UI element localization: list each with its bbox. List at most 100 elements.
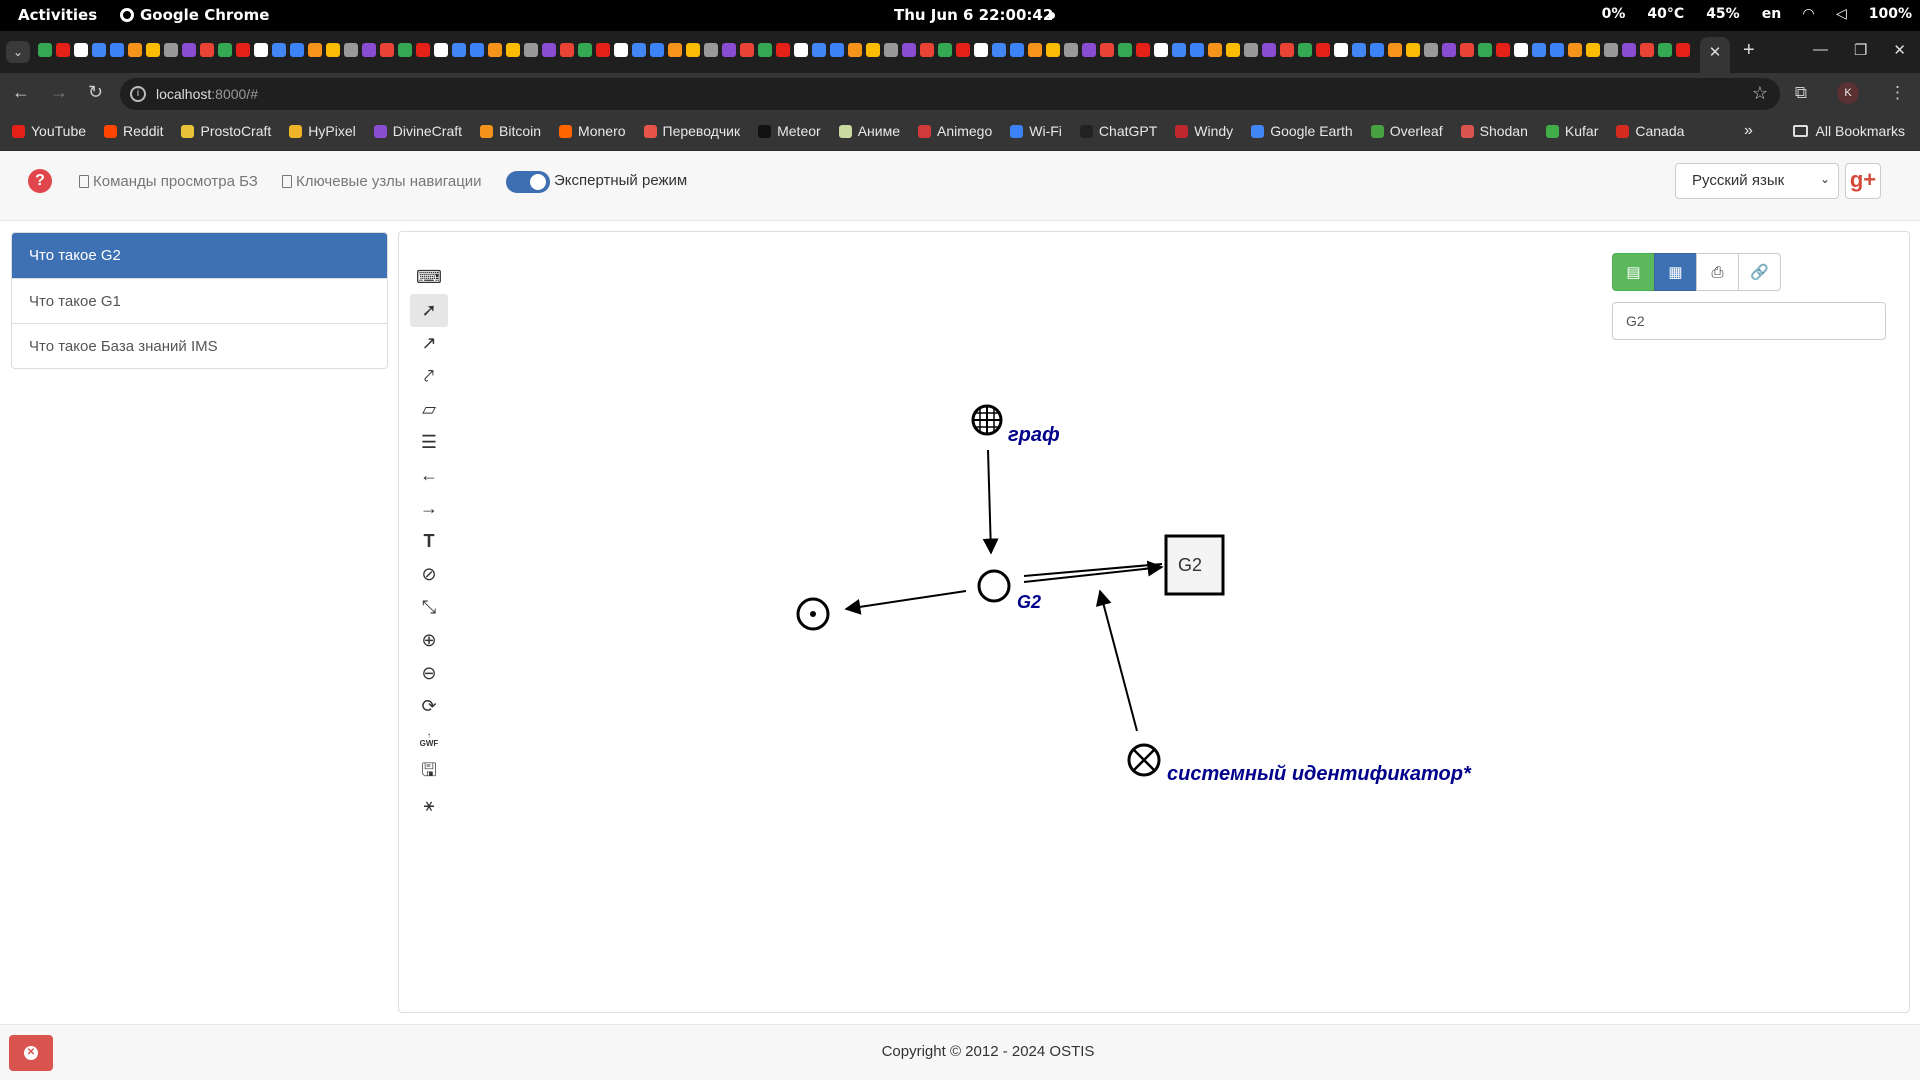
pinned-tab-favicon[interactable] <box>1028 43 1042 57</box>
system-status-area[interactable]: 0% 40°C 45% en ◠ ◁ 100% <box>1602 6 1912 22</box>
pinned-tab-favicon[interactable] <box>326 43 340 57</box>
pinned-tab-favicon[interactable] <box>308 43 322 57</box>
gwf-export-icon[interactable]: ↑GWF <box>419 730 439 748</box>
bookmark-item[interactable]: Аниме <box>838 123 900 139</box>
scg-view-button[interactable]: ▦ <box>1654 253 1697 291</box>
pinned-tab-favicon[interactable] <box>1622 43 1636 57</box>
google-plus-button[interactable]: g+ <box>1845 163 1881 199</box>
pinned-tab-favicon[interactable] <box>1154 43 1168 57</box>
edge-sysid-to-pair[interactable] <box>1095 589 1138 732</box>
bookmark-item[interactable]: Canada <box>1616 123 1684 139</box>
relation-node-sysid[interactable] <box>1127 743 1161 777</box>
pinned-tab-favicon[interactable] <box>362 43 376 57</box>
text-view-button[interactable]: ▤ <box>1612 253 1655 291</box>
pinned-tab-favicon[interactable] <box>1514 43 1528 57</box>
text-icon[interactable]: T <box>423 531 435 551</box>
help-button[interactable]: ? <box>28 169 52 193</box>
pinned-tab-favicon[interactable] <box>416 43 430 57</box>
bookmark-item[interactable]: Monero <box>559 123 626 139</box>
pinned-tab-favicon[interactable] <box>1280 43 1294 57</box>
pinned-tab-favicon[interactable] <box>1010 43 1024 57</box>
pinned-tab-favicon[interactable] <box>488 43 502 57</box>
pinned-tab-favicon[interactable] <box>200 43 214 57</box>
pinned-tab-favicon[interactable] <box>938 43 952 57</box>
pinned-tab-favicon[interactable] <box>92 43 106 57</box>
active-app-menu[interactable]: Google Chrome <box>120 6 269 24</box>
permalink-button[interactable]: 🔗 <box>1738 253 1781 291</box>
extensions-icon[interactable]: ⧉ <box>1794 83 1807 102</box>
bookmark-item[interactable]: ChatGPT <box>1079 123 1157 139</box>
undo-icon[interactable]: ← <box>420 465 438 485</box>
pinned-tab-favicon[interactable] <box>686 43 700 57</box>
maximize-icon[interactable]: ❐ <box>1853 42 1868 59</box>
pinned-tab-favicon[interactable] <box>380 43 394 57</box>
pinned-tab-favicon[interactable] <box>740 43 754 57</box>
pinned-tab-favicon[interactable] <box>1640 43 1654 57</box>
redo-icon[interactable]: → <box>420 498 438 518</box>
link-node-g2[interactable] <box>1164 534 1225 596</box>
pinned-tab-favicon[interactable] <box>164 43 178 57</box>
pinned-tab-favicon[interactable] <box>704 43 718 57</box>
kb-commands-link[interactable]: Команды просмотра БЗ <box>79 173 258 190</box>
address-bar[interactable]: i localhost:8000/# ☆ <box>120 78 1780 110</box>
pinned-tab-favicon[interactable] <box>470 43 484 57</box>
scg-canvas[interactable]: граф G2 G2 системный идентификатор* <box>398 231 1910 1013</box>
bookmark-item[interactable]: Overleaf <box>1370 123 1443 139</box>
bookmark-item[interactable]: ProstoCraft <box>181 123 271 139</box>
bookmark-item[interactable]: Kufar <box>1545 123 1598 139</box>
active-tab[interactable]: ✕ <box>1700 37 1730 73</box>
edge-mode-icon[interactable]: ↗ <box>421 333 437 353</box>
pinned-tab-favicon[interactable] <box>1190 43 1204 57</box>
pinned-tab-favicon[interactable] <box>1100 43 1114 57</box>
pinned-tab-favicon[interactable] <box>614 43 628 57</box>
zoom-out-icon[interactable]: ⊖ <box>421 663 437 683</box>
keyboard-icon[interactable]: ⌨ <box>416 267 442 287</box>
pinned-tab-favicon[interactable] <box>668 43 682 57</box>
bookmark-item[interactable]: YouTube <box>12 123 86 139</box>
pinned-tab-favicon[interactable] <box>1244 43 1258 57</box>
pinned-tab-favicon[interactable] <box>524 43 538 57</box>
bookmark-item[interactable]: Bitcoin <box>480 123 541 139</box>
pinned-tab-favicon[interactable] <box>1658 43 1672 57</box>
refresh-layout-icon[interactable]: ⟳ <box>421 696 437 716</box>
question-item[interactable]: Что такое G1 <box>12 278 387 323</box>
all-bookmarks-button[interactable]: All Bookmarks <box>1792 123 1905 139</box>
pinned-tab-favicon[interactable] <box>218 43 232 57</box>
pinned-tab-favicon[interactable] <box>596 43 610 57</box>
pinned-tab-favicon[interactable] <box>1064 43 1078 57</box>
pinned-tab-favicon[interactable] <box>74 43 88 57</box>
expert-mode-toggle[interactable] <box>506 171 550 193</box>
pinned-tab-favicon[interactable] <box>56 43 70 57</box>
pinned-tab-favicon[interactable] <box>110 43 124 57</box>
pinned-tab-favicon[interactable] <box>1136 43 1150 57</box>
edge-g2-to-link[interactable] <box>1023 563 1163 577</box>
zoom-in-icon[interactable]: ⊕ <box>421 630 437 650</box>
edge-class-to-g2[interactable] <box>982 449 999 555</box>
url-text[interactable]: localhost:8000/# <box>156 86 258 102</box>
pinned-tab-favicon[interactable] <box>1568 43 1582 57</box>
pinned-tab-favicon[interactable] <box>848 43 862 57</box>
reload-icon[interactable]: ↻ <box>88 82 104 102</box>
pinned-tab-favicon[interactable] <box>920 43 934 57</box>
class-node-graph[interactable] <box>971 404 1003 436</box>
delete-icon[interactable]: ⊘ <box>421 564 437 584</box>
bookmark-item[interactable]: Переводчик <box>643 123 740 139</box>
question-item[interactable]: Что такое База знаний IMS <box>12 323 387 368</box>
site-info-icon[interactable]: i <box>130 86 146 102</box>
edge-g2-to-node[interactable] <box>844 590 967 615</box>
close-tab-icon[interactable]: ✕ <box>1708 44 1722 61</box>
select-mode-icon[interactable]: ➚ <box>410 294 448 327</box>
pinned-tab-favicon[interactable] <box>128 43 142 57</box>
pinned-tab-favicon[interactable] <box>1586 43 1600 57</box>
bookmark-item[interactable]: HyPixel <box>289 123 356 139</box>
pinned-tab-favicon[interactable] <box>1388 43 1402 57</box>
pinned-tab-favicon[interactable] <box>1118 43 1132 57</box>
pinned-tab-favicon[interactable] <box>1370 43 1384 57</box>
pinned-tab-favicon[interactable] <box>1604 43 1618 57</box>
clock[interactable]: Thu Jun 6 22:00:42 <box>894 6 1054 24</box>
question-item[interactable]: Что такое G2 <box>12 233 387 278</box>
language-select[interactable]: Русский язык ⌄ <box>1675 163 1839 199</box>
pinned-tab-favicon[interactable] <box>434 43 448 57</box>
pinned-tab-favicon[interactable] <box>1208 43 1222 57</box>
bookmark-item[interactable]: Animego <box>918 123 992 139</box>
